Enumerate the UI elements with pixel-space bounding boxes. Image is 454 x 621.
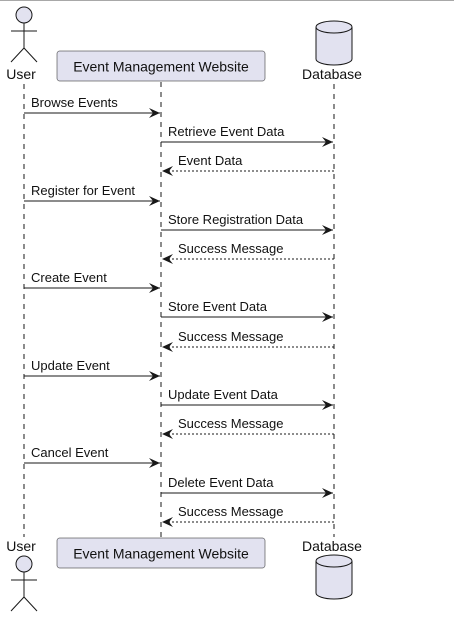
actor-user-bottom <box>10 555 38 612</box>
message-label: Store Registration Data <box>168 212 304 227</box>
message-label: Retrieve Event Data <box>168 124 285 139</box>
participant-database-label-bottom: Database <box>302 538 362 554</box>
message-label: Cancel Event <box>31 445 109 460</box>
participant-website-label-bottom: Event Management Website <box>73 546 249 562</box>
actor-user-top <box>10 6 38 63</box>
message-label: Success Message <box>178 504 284 519</box>
message-label: Browse Events <box>31 95 118 110</box>
participant-user-label-bottom: User <box>6 538 36 554</box>
message-label: Update Event Data <box>168 387 279 402</box>
message-label: Event Data <box>178 153 243 168</box>
message-label: Success Message <box>178 241 284 256</box>
participant-database-label-top: Database <box>302 66 362 82</box>
message-label: Success Message <box>178 329 284 344</box>
participant-website-label-top: Event Management Website <box>73 59 249 75</box>
participant-website-box-top <box>56 50 266 82</box>
message-label: Delete Event Data <box>168 475 274 490</box>
message-label: Update Event <box>31 358 110 373</box>
participant-user-label-top: User <box>6 66 36 82</box>
message-label: Success Message <box>178 416 284 431</box>
database-icon-top <box>315 20 353 66</box>
database-icon-bottom <box>315 554 353 600</box>
message-label: Create Event <box>31 270 107 285</box>
top-border <box>0 0 454 1</box>
message-label: Register for Event <box>31 183 135 198</box>
participant-website-box-bottom <box>56 537 266 569</box>
message-label: Store Event Data <box>168 299 268 314</box>
